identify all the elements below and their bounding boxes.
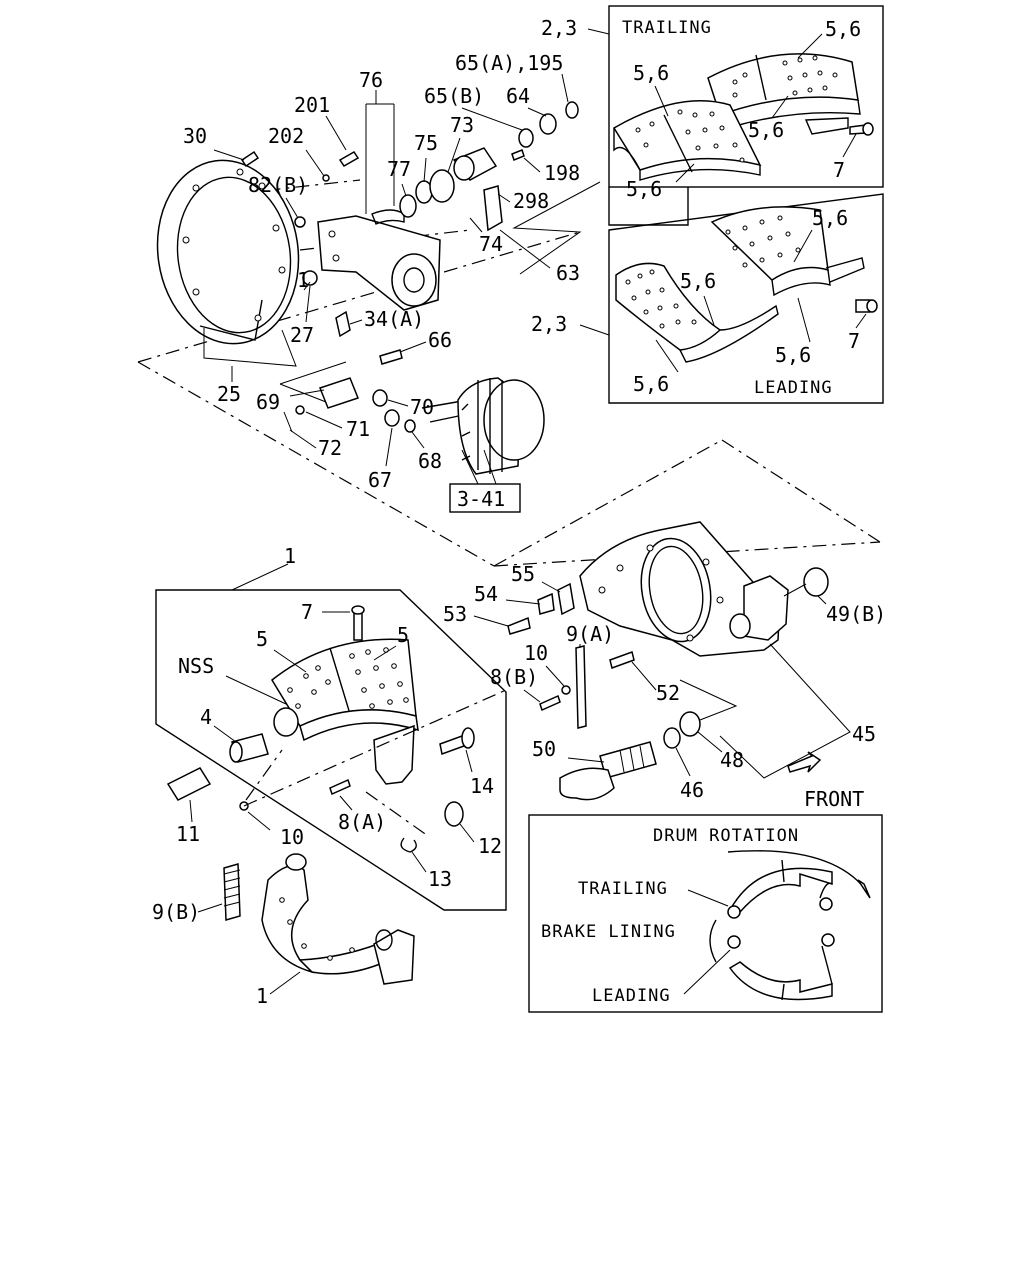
- callout-55: 55: [511, 562, 535, 586]
- callout-54: 54: [474, 582, 498, 606]
- callout-27: 27: [290, 323, 314, 347]
- inset-trailing: TRAILING 2,3 5,6 5,6 5,: [541, 5, 884, 226]
- callout-10-a: 10: [524, 641, 548, 665]
- spring-9b: [223, 863, 241, 921]
- callout-49b: 49(B): [826, 602, 886, 626]
- callout-14: 14: [470, 774, 494, 798]
- spider-housing: [579, 521, 789, 657]
- callout-63: 63: [556, 261, 580, 285]
- reference-box: [449, 483, 521, 513]
- callout-72: 72: [318, 436, 342, 460]
- callout-69: 69: [256, 390, 280, 414]
- front-arrow: [787, 751, 822, 773]
- callout-75: 75: [414, 131, 438, 155]
- drum-trailing: TRAILING: [578, 879, 668, 899]
- callout-52: 52: [656, 681, 680, 705]
- callout-34a: 34(A): [364, 307, 424, 331]
- callout-70: 70: [410, 395, 434, 419]
- callout-11: 11: [176, 822, 200, 846]
- inset-leading: LEADING 5,6 5,6 2,3 5,6 5,6: [531, 193, 884, 404]
- brake-chamber: [421, 377, 545, 475]
- slack-adjuster: [429, 147, 498, 203]
- callout-7-low: 7: [301, 600, 313, 624]
- callout-nss: NSS: [178, 654, 214, 678]
- inset-trailing-title: TRAILING: [622, 18, 712, 38]
- callout-53: 53: [443, 602, 467, 626]
- callout-2-3-top: 2,3: [541, 16, 577, 40]
- callout-9a: 9(A): [566, 622, 614, 646]
- callout-198: 198: [544, 161, 580, 185]
- callout-76: 76: [359, 68, 383, 92]
- camshaft-bracket: [317, 209, 441, 311]
- lining-shoe-right: [710, 206, 829, 281]
- callout-202: 202: [268, 124, 304, 148]
- callout-71: 71: [346, 417, 370, 441]
- callout-77: 77: [387, 157, 411, 181]
- callout-7-mid: 7: [848, 329, 860, 353]
- brake-spider-assembly: FRONT 55 54 53 9(A) 49(B) 10 8(B) 52 45 …: [443, 521, 886, 811]
- callout-5-a: 5: [256, 627, 268, 651]
- callout-82b: 82(B): [248, 173, 308, 197]
- drum-title: DRUM ROTATION: [653, 826, 799, 846]
- callout-30: 30: [183, 124, 207, 148]
- callout-68: 68: [418, 449, 442, 473]
- callout-12: 12: [478, 834, 502, 858]
- callout-10-b: 10: [280, 825, 304, 849]
- callout-4: 4: [200, 705, 212, 729]
- callout-46: 46: [680, 778, 704, 802]
- drum-rotation-inset: DRUM ROTATION TRAILING BRAKE LINING LEAD…: [528, 814, 883, 1013]
- callout-5-6-c: 5,6: [748, 118, 784, 142]
- front-label: FRONT: [804, 787, 864, 811]
- reference-box-label: 3-41: [457, 487, 505, 511]
- lining-shoe-left: [615, 262, 722, 351]
- callout-1-top: 1: [297, 268, 309, 292]
- camshaft: [559, 741, 657, 801]
- callout-5-6-a: 5,6: [825, 17, 861, 41]
- callout-201: 201: [294, 93, 330, 117]
- callout-13: 13: [428, 867, 452, 891]
- callout-9b: 9(B): [152, 900, 200, 924]
- callout-64: 64: [506, 84, 530, 108]
- callout-8b: 8(B): [490, 665, 538, 689]
- callout-5-6-e: 5,6: [812, 206, 848, 230]
- callout-73: 73: [450, 113, 474, 137]
- callout-50: 50: [532, 737, 556, 761]
- callout-8a: 8(A): [338, 810, 386, 834]
- callout-66: 66: [428, 328, 452, 352]
- callout-65b: 65(B): [424, 84, 484, 108]
- callout-298: 298: [513, 189, 549, 213]
- callout-45: 45: [852, 722, 876, 746]
- brake-shoe-upper: [271, 638, 419, 785]
- brake-chamber-assembly: 3-41 76 65(A),195 201 65(B) 64 30 202 73…: [137, 51, 881, 567]
- callout-74: 74: [479, 232, 503, 256]
- drum-leading: LEADING: [592, 986, 671, 1006]
- callout-7-top: 7: [833, 158, 845, 182]
- callout-2-3-mid: 2,3: [531, 312, 567, 336]
- callout-67: 67: [368, 468, 392, 492]
- callout-5-6-b: 5,6: [633, 61, 669, 85]
- callout-5-6-f: 5,6: [680, 269, 716, 293]
- lining-shoe-lower: [612, 100, 762, 171]
- callout-25: 25: [217, 382, 241, 406]
- callout-1-low: 1: [256, 984, 268, 1008]
- callout-5-6-g: 5,6: [633, 372, 669, 396]
- callout-65a-195: 65(A),195: [455, 51, 563, 75]
- drum-brake-lining: BRAKE LINING: [541, 922, 676, 942]
- lining-shoe-upper: [707, 53, 859, 116]
- callout-5-6-d: 5,6: [626, 177, 662, 201]
- callout-5-b: 5: [397, 623, 409, 647]
- inset-leading-title: LEADING: [754, 378, 833, 398]
- backing-plate: [156, 159, 300, 345]
- callout-48: 48: [720, 748, 744, 772]
- callout-1-mid: 1: [284, 544, 296, 568]
- brake-shoe-assembly: 1: [152, 544, 507, 1008]
- brake-shoe-lower: [261, 853, 415, 985]
- callout-5-6-h: 5,6: [775, 343, 811, 367]
